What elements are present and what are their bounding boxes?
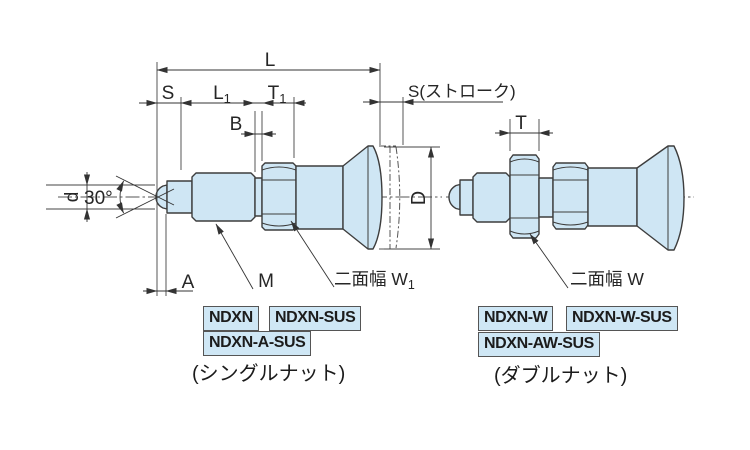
dim-label-T1: T1 <box>268 83 287 106</box>
leader-across-flats-single <box>290 220 335 288</box>
knob-single <box>342 145 383 250</box>
double-nut-details <box>509 146 669 250</box>
hex-nut-double-2 <box>552 162 589 230</box>
pin-tip-single <box>155 184 168 210</box>
leader-across-flats-double <box>529 233 569 289</box>
dim-label-d: d <box>62 192 83 203</box>
dim-label-stroke: S(ストローク) <box>408 82 516 101</box>
product-code-badge-ndxn-a-sus: NDXN-A-SUS <box>203 331 312 356</box>
pin-tip-double <box>448 183 461 211</box>
knob-double <box>636 145 685 251</box>
threaded-body-single <box>191 172 256 222</box>
caption-single-nut: (シングルナット) <box>192 363 346 385</box>
knob-sleeve-single <box>295 165 344 230</box>
dim-label-S: S <box>162 83 175 104</box>
dim-label-B: B <box>230 114 243 135</box>
product-code-badge-ndxn-w-sus: NDXN-W-SUS <box>566 306 678 331</box>
dim-label-A: A <box>182 272 195 293</box>
caption-double-nut: (ダブルナット) <box>494 365 628 387</box>
label-across-flats-double: 二面幅 W <box>570 269 644 289</box>
single-nut-plunger-body <box>155 145 383 250</box>
pin-shaft-double <box>459 179 474 216</box>
threaded-body-double <box>472 172 511 223</box>
dim-label-D: D <box>408 191 430 205</box>
thread-between-nuts <box>538 177 554 218</box>
product-code-badge-ndxn-w: NDXN-W <box>478 306 554 331</box>
dim-label-M: M <box>258 271 274 292</box>
product-code-badge-ndxn-aw-sus: NDXN-AW-SUS <box>478 332 600 357</box>
pin-shaft-single <box>166 180 193 214</box>
dim-label-L: L <box>265 50 276 71</box>
product-code-badge-ndxn-sus: NDXN-SUS <box>269 306 362 331</box>
label-across-flats-single: 二面幅 W1 <box>334 269 415 292</box>
product-code-badge-ndxn: NDXN <box>203 306 259 331</box>
hex-nut-single <box>261 162 297 231</box>
dim-label-angle: 30° <box>84 188 113 209</box>
dimension-lines <box>83 66 569 295</box>
thread-groove-single <box>254 177 263 217</box>
hex-nut-double-1 <box>509 154 540 239</box>
dimension-labels: L S L1 T1 B S(ストローク) T d 30° A M D 二面幅 W… <box>62 50 644 293</box>
dim-label-T: T <box>515 113 527 134</box>
dim-label-L1: L1 <box>213 83 231 106</box>
leader-thread-size <box>215 223 254 290</box>
knob-sleeve-double <box>587 167 638 227</box>
double-nut-plunger-body <box>448 145 685 251</box>
